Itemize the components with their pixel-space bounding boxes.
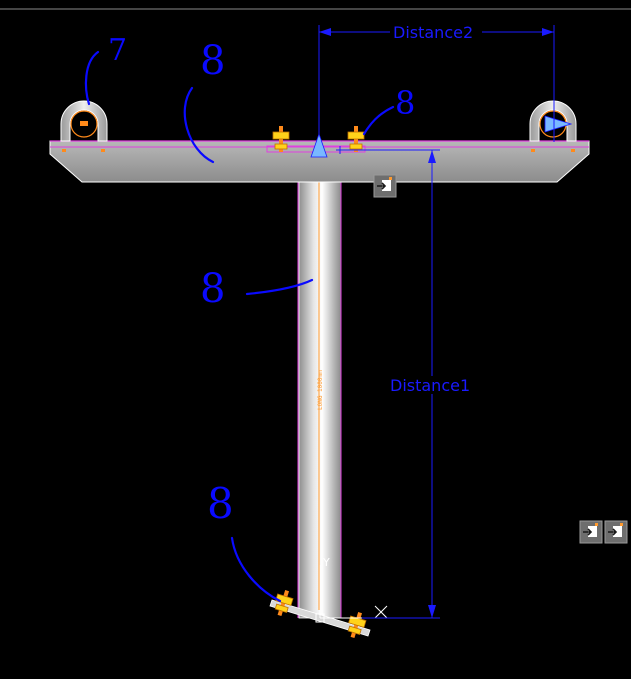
block-insert-icon[interactable]: [604, 520, 628, 544]
seat-marker: [62, 149, 66, 152]
dimension-distance2[interactable]: Distance2: [318, 23, 555, 146]
stretch-grip-triangle[interactable]: [310, 132, 328, 158]
block-insert-icon[interactable]: [579, 520, 603, 544]
leader-top-mid: [183, 86, 215, 164]
junction-bolt-right[interactable]: [347, 126, 365, 152]
seat-marker: [101, 149, 105, 152]
block-insert-icon[interactable]: [373, 174, 397, 198]
seat-marker: [571, 149, 575, 152]
hand-mark-top-mid: 8: [200, 38, 225, 84]
bolt-washer: [274, 143, 288, 150]
dim-text-distance1: Distance1: [390, 376, 470, 395]
dim-arrow-right: [542, 28, 554, 36]
bolt-nut: [272, 131, 290, 140]
vertical-pipe[interactable]: LONG 1000mm: [297, 150, 342, 619]
hand-mark-bottom: 8: [207, 479, 234, 528]
leader-pipe: [245, 278, 314, 296]
handwritten-annotations: [84, 50, 395, 603]
dim-text-distance2: Distance2: [393, 23, 473, 42]
dim-arrow-top: [428, 150, 436, 163]
base-bolt-right: [347, 612, 367, 639]
u-bolt-clamp-left[interactable]: [60, 100, 108, 142]
seat-marker: [531, 149, 535, 152]
dimension-distance1[interactable]: Distance1: [336, 146, 470, 619]
ucs-y-label: Y: [322, 556, 330, 569]
leader-right-bolt: [362, 105, 395, 136]
leader-bottom: [230, 536, 282, 603]
dim-arrow-left: [319, 28, 331, 36]
bolt-nut: [347, 131, 365, 140]
hand-mark-pipe: 8: [200, 266, 225, 312]
pipe-section-circle: [70, 110, 98, 138]
dim-arrow-bottom: [428, 605, 436, 618]
leader-top-left: [84, 50, 100, 106]
ucs-x-marker: [374, 605, 388, 619]
base-bolt-left: [274, 590, 294, 617]
dim-base-point: [336, 146, 344, 154]
pipe-length-label: LONG 1000mm: [317, 370, 324, 410]
grip-square: [80, 121, 88, 126]
flip-grip-arrow[interactable]: [544, 115, 573, 133]
hand-mark-top-left: 7: [108, 33, 127, 68]
hand-mark-right-bolt: 8: [395, 84, 415, 122]
bolt-washer: [349, 143, 363, 150]
u-bolt-shape: [60, 100, 108, 142]
junction-bolt-left[interactable]: [272, 126, 290, 152]
u-bolt-clamp-right[interactable]: [529, 100, 577, 142]
u-bolt-shape: [529, 100, 577, 142]
